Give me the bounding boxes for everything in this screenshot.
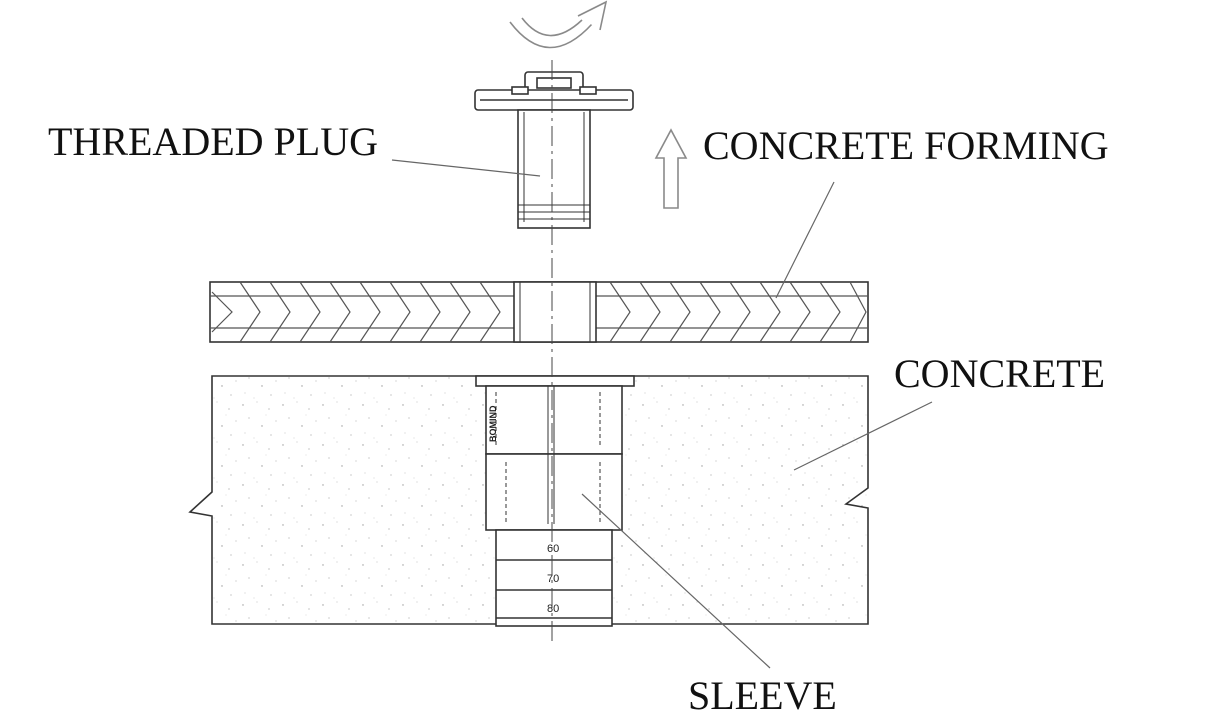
sleeve: BOMIND 60 70 80 (475, 375, 635, 627)
up-arrow (654, 128, 688, 209)
sleeve-brand: BOMIND (488, 405, 498, 442)
label-concrete-forming: CONCRETE FORMING (703, 123, 1109, 168)
concrete-forming (209, 281, 869, 343)
threaded-plug (474, 71, 634, 229)
sleeve-mark-80: 80 (547, 603, 559, 615)
label-concrete: CONCRETE (894, 351, 1106, 396)
label-sleeve: SLEEVE (688, 673, 837, 718)
sleeve-mark-60: 60 (547, 543, 559, 555)
rotation-arrow (509, 0, 608, 49)
leader-concrete-forming (775, 181, 835, 299)
leader-lines (391, 159, 933, 669)
sleeve-mark-70: 70 (547, 573, 559, 585)
leader-concrete (793, 401, 933, 471)
leader-threaded-plug (391, 159, 541, 177)
label-threaded-plug: THREADED PLUG (48, 119, 378, 164)
leader-sleeve (581, 493, 771, 669)
